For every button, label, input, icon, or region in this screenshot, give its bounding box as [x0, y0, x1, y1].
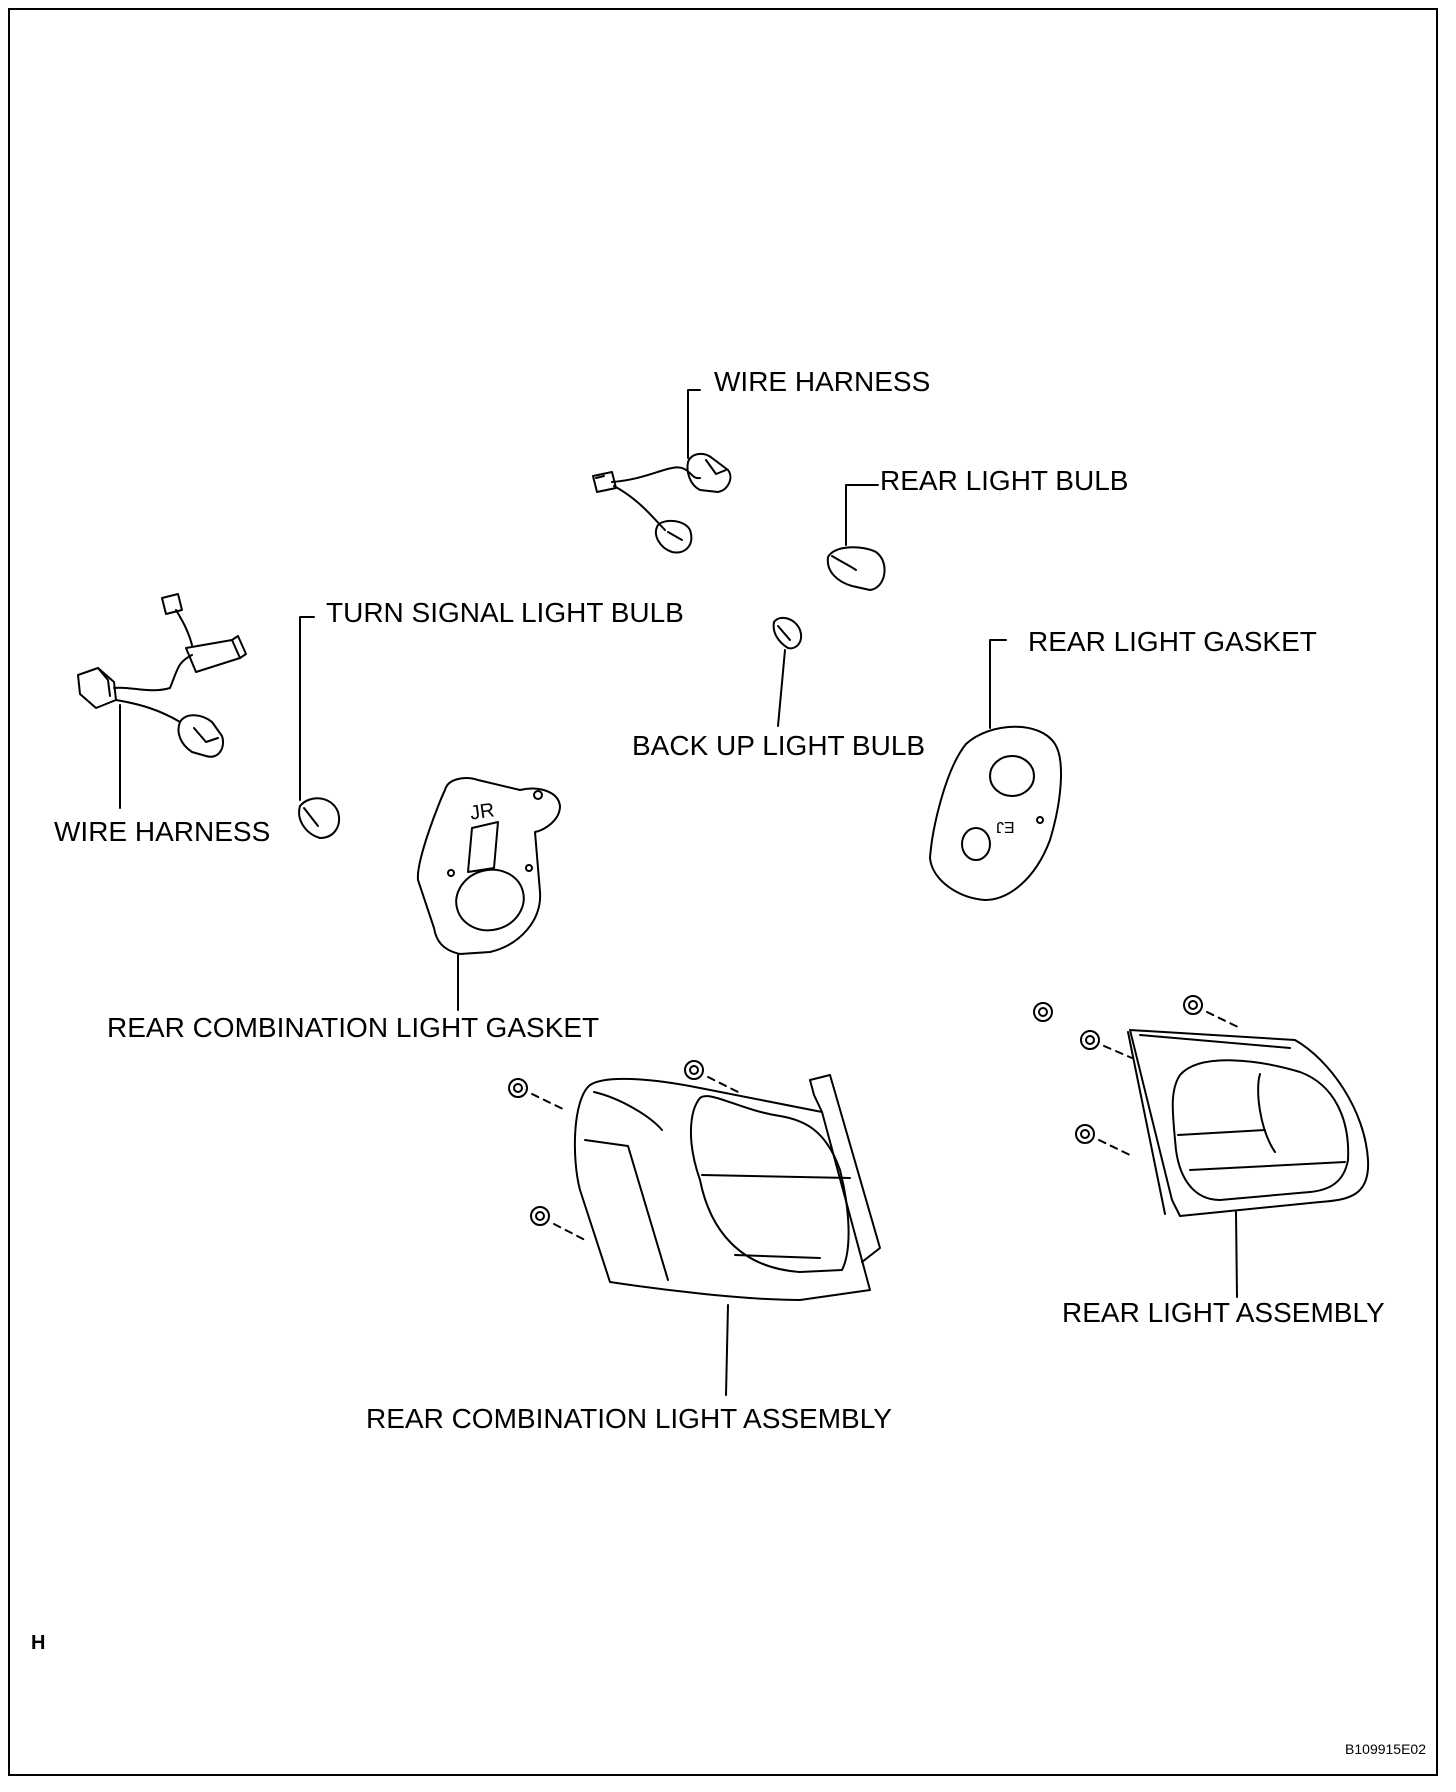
leader-rear-combination-light-assembly	[725, 1304, 729, 1396]
leader-rear-light-gasket	[989, 639, 1007, 729]
label-rear-light-gasket: REAR LIGHT GASKET	[1028, 626, 1317, 657]
label-rear-combination-light-gasket: REAR COMBINATION LIGHT GASKET	[107, 1012, 600, 1043]
label-turn-signal-light-bulb: TURN SIGNAL LIGHT BULB	[326, 597, 684, 628]
turn-signal-light-bulb	[298, 797, 340, 839]
leader-turn-signal-light-bulb	[299, 616, 315, 801]
leader-rear-light-assembly	[1235, 1211, 1238, 1298]
rear-combination-light-gasket	[416, 777, 561, 955]
clip-nut	[1075, 1124, 1133, 1157]
label-rear-light-assembly: REAR LIGHT ASSEMBLY	[1062, 1297, 1385, 1328]
label-back-up-light-bulb: BACK UP LIGHT BULB	[632, 730, 926, 761]
fastener-group-left-assembly	[508, 1060, 741, 1241]
label-rear-light-bulb: REAR LIGHT BULB	[880, 465, 1129, 496]
rear-light-assembly	[1127, 1029, 1370, 1217]
clip-nut	[508, 1078, 566, 1111]
leader-wire-harness-top	[687, 389, 701, 459]
label-wire-harness-left: WIRE HARNESS	[54, 816, 271, 847]
wire-harness-left	[77, 593, 247, 758]
left-gasket-mark: JR	[468, 799, 496, 825]
label-wire-harness-top: WIRE HARNESS	[714, 366, 931, 397]
diagram-frame	[8, 8, 1438, 1776]
rear-light-bulb	[826, 546, 886, 591]
clip-nut	[1183, 995, 1241, 1029]
back-up-light-bulb	[772, 616, 802, 650]
fastener-group-right-assembly	[1033, 995, 1241, 1157]
clip-nut	[1033, 1002, 1053, 1022]
figure-code: B109915E02	[1345, 1741, 1426, 1757]
rear-light-gasket	[929, 725, 1062, 901]
clip-nut	[684, 1060, 741, 1094]
label-rear-combination-light-assembly: REAR COMBINATION LIGHT ASSEMBLY	[366, 1403, 892, 1434]
clip-nut	[1080, 1030, 1133, 1059]
right-gasket-mark: EJ	[996, 818, 1015, 835]
rear-combination-light-assembly	[573, 1074, 881, 1301]
leader-back-up-light-bulb	[777, 649, 786, 727]
wire-harness-top	[592, 452, 732, 554]
section-letter: H	[31, 1632, 46, 1654]
leader-rear-light-bulb	[845, 484, 879, 546]
clip-nut	[530, 1206, 586, 1241]
